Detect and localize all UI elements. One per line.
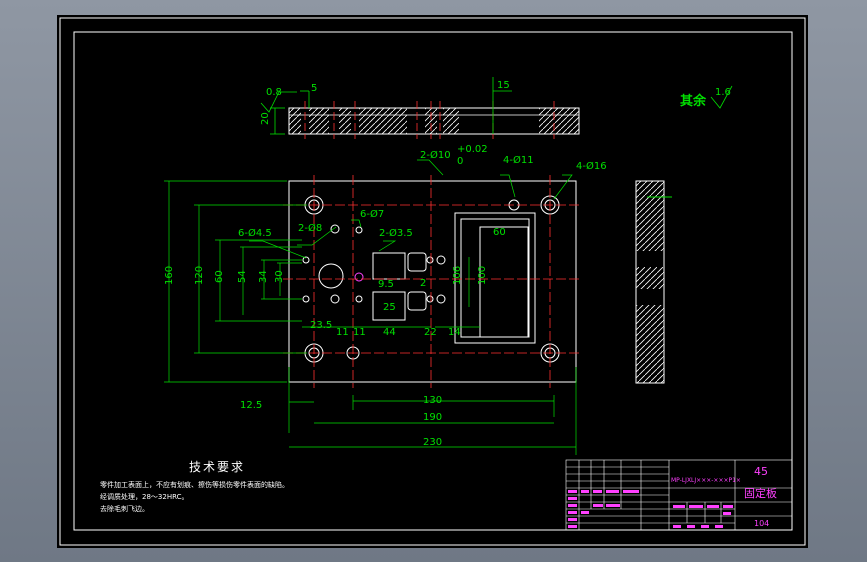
notes-heading: 技术要求 bbox=[189, 460, 245, 474]
inner-border bbox=[73, 31, 793, 531]
part-name: 固定板 bbox=[744, 486, 777, 500]
dim-20: 20 bbox=[260, 112, 271, 125]
dim-15: 15 bbox=[497, 80, 510, 91]
drawing-code: MP-LJXLJ×××-×××P1× bbox=[671, 477, 741, 484]
dim-230: 230 bbox=[423, 437, 442, 448]
section-view-top bbox=[260, 77, 733, 139]
title-block-fields bbox=[568, 490, 733, 528]
dim-0.8: 0.8 bbox=[266, 87, 282, 98]
dim-5: 5 bbox=[311, 83, 317, 94]
dim-34: 34 bbox=[258, 270, 269, 283]
dim-23.5: 23.5 bbox=[310, 320, 332, 331]
section-view-side bbox=[635, 180, 672, 384]
dim-44: 44 bbox=[383, 327, 396, 338]
outer-border bbox=[59, 17, 806, 546]
dim-2phi35: 2-Ø3.5 bbox=[379, 227, 413, 239]
sheet-number: 104 bbox=[754, 519, 769, 528]
material: 45 bbox=[754, 465, 768, 478]
notes-line-1: 零件加工表面上，不应有划痕、擦伤等损伤零件表面的缺陷。 bbox=[100, 480, 289, 489]
dim-60-top: 60 bbox=[493, 227, 506, 238]
dim-11a: 11 bbox=[336, 327, 349, 338]
dim-106: 106 bbox=[452, 266, 463, 285]
dim-4phi11: 4-Ø11 bbox=[503, 154, 534, 166]
drawing-sheet: 20 0.8 5 15 其余 1.6 bbox=[57, 15, 808, 548]
dim-25: 25 bbox=[383, 302, 396, 313]
dim-tolerance-upper: +0.02 bbox=[457, 144, 488, 155]
dim-2phi10: 2-Ø10 bbox=[420, 149, 451, 161]
dim-4phi16: 4-Ø16 bbox=[576, 160, 607, 172]
dim-11b: 11 bbox=[353, 327, 366, 338]
dim-54: 54 bbox=[237, 270, 248, 283]
roughness-rest-label: 其余 bbox=[680, 93, 707, 109]
dim-2: 2 bbox=[420, 278, 426, 289]
notes-line-3: 去除毛刺飞边。 bbox=[100, 504, 149, 513]
dim-12.5: 12.5 bbox=[240, 400, 262, 411]
cad-drawing: 20 0.8 5 15 其余 1.6 bbox=[59, 17, 806, 546]
title-block bbox=[565, 459, 793, 531]
dim-130: 130 bbox=[423, 395, 442, 406]
plan-view bbox=[164, 159, 582, 455]
dim-2phi8: 2-Ø8 bbox=[298, 222, 322, 234]
notes-line-2: 经调质处理，28～32HRC。 bbox=[100, 492, 188, 501]
roughness-rest-value: 1.6 bbox=[715, 87, 731, 98]
dim-190: 190 bbox=[423, 412, 442, 423]
dim-100: 100 bbox=[477, 266, 488, 285]
dim-6phi7: 6-Ø7 bbox=[360, 208, 384, 220]
dim-tolerance-lower: 0 bbox=[457, 156, 463, 167]
dim-22: 22 bbox=[424, 327, 437, 338]
dim-30: 30 bbox=[274, 270, 285, 283]
dim-60: 60 bbox=[214, 270, 225, 283]
dim-160: 160 bbox=[164, 266, 175, 285]
dim-120: 120 bbox=[194, 266, 205, 285]
dim-14: 14 bbox=[448, 327, 461, 338]
dim-9.5: 9.5 bbox=[378, 279, 394, 290]
dim-6phi45: 6-Ø4.5 bbox=[238, 227, 272, 239]
